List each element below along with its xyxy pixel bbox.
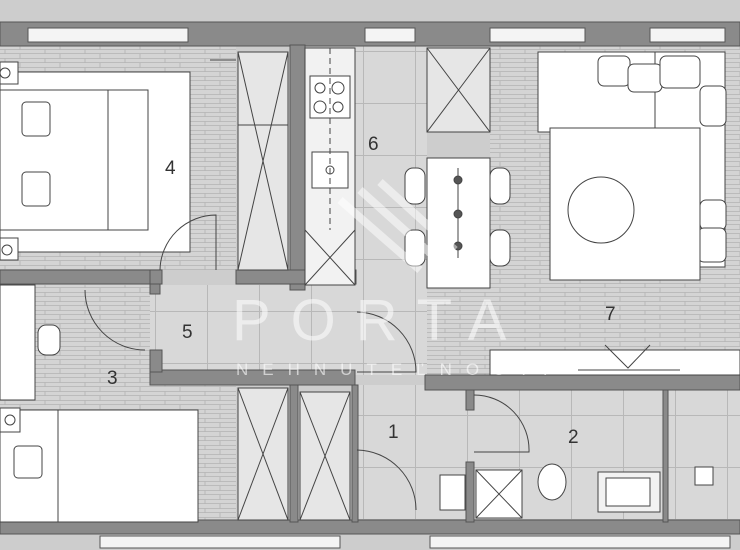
room-label-6: 6: [368, 134, 379, 155]
tv-console: [489, 344, 740, 376]
tall-cabinet: [426, 47, 491, 133]
room-label-2: 2: [568, 427, 579, 448]
watermark-stripes: [337, 179, 458, 274]
watermark-subtitle: NEHNUTEĽNOSTI: [236, 360, 562, 379]
kitchen-counter: [304, 47, 356, 286]
watermark-logo: PORTA NEHNUTEĽNOSTI: [232, 179, 562, 379]
double-bed-room-4: [0, 61, 191, 261]
room-label-1: 1: [388, 422, 399, 443]
doors: [84, 59, 530, 511]
watermark-title: PORTA: [232, 288, 526, 353]
wardrobes-bottom: [237, 387, 351, 521]
room-7-floor-ext: [427, 290, 490, 375]
room-label-5: 5: [182, 322, 193, 343]
rug-and-coffee-table: [549, 127, 701, 281]
room-label-7: 7: [605, 304, 616, 325]
wardrobe-room-4: [237, 51, 289, 271]
double-bed-bedroom-3: [0, 407, 199, 523]
bathroom-fixtures: [439, 463, 714, 519]
room-5-floor: [150, 285, 355, 370]
room-label-4: 4: [165, 158, 176, 179]
desk-room-3: [0, 284, 61, 401]
room-label-3: 3: [107, 368, 118, 389]
windows: [27, 27, 731, 549]
